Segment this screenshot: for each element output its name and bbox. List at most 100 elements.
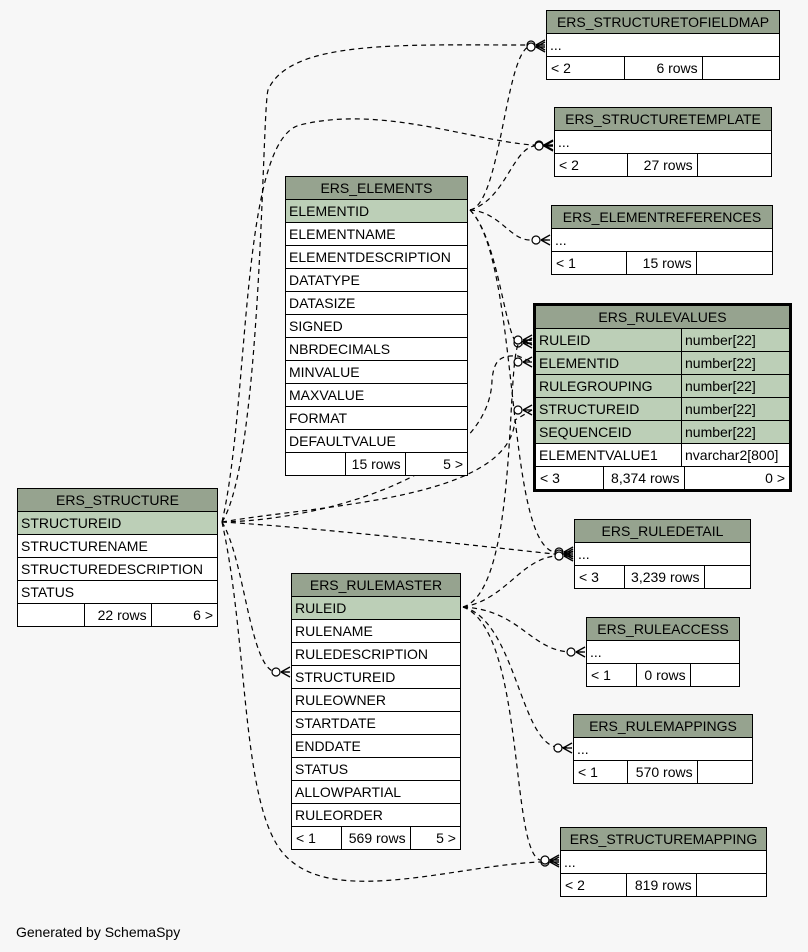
column-name: STRUCTUREID: [21, 515, 122, 531]
column-name: STRUCTURENAME: [21, 538, 148, 554]
table-footer: 15 rows 5 >: [286, 453, 467, 475]
column-row: STATUS: [292, 758, 460, 781]
column-name: ENDDATE: [295, 738, 361, 754]
edge-rulemaster-structuremapping: [462, 606, 559, 861]
crows-foot-icon: [554, 550, 574, 562]
column-name: ALLOWPARTIAL: [295, 784, 402, 800]
column-name: ...: [555, 232, 567, 248]
column-name: RULEID: [539, 332, 591, 348]
row-count: 27 rows: [628, 154, 698, 176]
column-row: ELEMENTNAME: [286, 223, 467, 246]
parents-count: [286, 453, 347, 475]
column-row: ...: [574, 738, 752, 761]
parents-count: < 2: [547, 57, 626, 79]
column-row: STRUCTUREID: [292, 666, 460, 689]
table-header: ERS_RULEACCESS: [587, 618, 739, 641]
column-row: ...: [561, 851, 766, 874]
column-row: RULEID: [292, 597, 460, 620]
children-count: [698, 154, 771, 176]
parents-count: < 3: [536, 467, 605, 489]
column-name: RULEGROUPING: [539, 378, 653, 394]
column-row: STRUCTUREID: [18, 512, 217, 535]
children-count: [697, 252, 772, 274]
column-row: DEFAULTVALUE: [286, 430, 467, 453]
row-count: 15 rows: [346, 453, 406, 475]
column-row: ...: [555, 131, 771, 154]
row-count: 570 rows: [628, 761, 698, 783]
column-row: ...: [547, 34, 779, 57]
row-count: 22 rows: [85, 604, 152, 626]
column-type: number[22]: [681, 329, 789, 351]
parents-count: < 1: [292, 827, 343, 849]
column-row: STRUCTURENAME: [18, 535, 217, 558]
column-name: ...: [558, 134, 570, 150]
column-row: DATATYPE: [286, 269, 467, 292]
row-count: 6 rows: [625, 57, 703, 79]
edge-elements-structuretemplate: [469, 145, 553, 211]
crows-foot-icon: [566, 646, 586, 658]
edge-elements-ruledetail: [469, 209, 573, 553]
children-count: [697, 874, 766, 896]
column-name: ...: [577, 741, 589, 757]
column-type: nvarchar2[800]: [681, 444, 789, 466]
column-name: RULENAME: [295, 623, 373, 639]
table-header: ERS_ELEMENTS: [286, 177, 467, 200]
table-header: ERS_RULEMASTER: [292, 574, 460, 597]
column-row: ...: [587, 641, 739, 664]
column-row: SIGNED: [286, 315, 467, 338]
edge-structure-structuretofieldmap: [221, 44, 545, 523]
column-row: RULEORDER: [292, 804, 460, 827]
edge-structure-rulevalues: [221, 409, 533, 523]
edge-rulemaster-ruledetail: [462, 555, 573, 608]
row-count: 8,374 rows: [604, 467, 685, 489]
parents-count: [18, 604, 86, 626]
column-name: SEQUENCEID: [539, 424, 632, 440]
column-name: SIGNED: [289, 318, 343, 334]
table-header: ERS_ELEMENTREFERENCES: [552, 206, 772, 229]
parents-count: < 2: [561, 874, 628, 896]
edge-structure-structuremapping: [221, 521, 559, 882]
column-row: ELEMENTID: [286, 200, 467, 223]
children-count: 5 >: [443, 456, 463, 472]
column-name: STATUS: [295, 761, 349, 777]
column-name: ...: [578, 546, 590, 562]
edge-structure-ruledetail: [221, 521, 573, 555]
row-count: 15 rows: [627, 252, 697, 274]
column-name: FORMAT: [289, 410, 348, 426]
column-name: ELEMENTID: [539, 355, 620, 371]
column-row: MAXVALUE: [286, 384, 467, 407]
crows-foot-icon: [513, 404, 533, 416]
children-count: 0 >: [765, 470, 785, 486]
column-name: NBRDECIMALS: [289, 341, 391, 357]
parents-count: < 2: [555, 154, 629, 176]
column-name: STRUCTUREDESCRIPTION: [21, 561, 204, 577]
column-name: ...: [590, 644, 602, 660]
children-count: [691, 664, 739, 686]
column-row: DATASIZE: [286, 292, 467, 315]
parents-count: < 1: [587, 664, 638, 686]
column-type: number[22]: [681, 398, 789, 420]
column-row: STATUS: [18, 581, 217, 604]
column-name: STRUCTUREID: [295, 669, 396, 685]
